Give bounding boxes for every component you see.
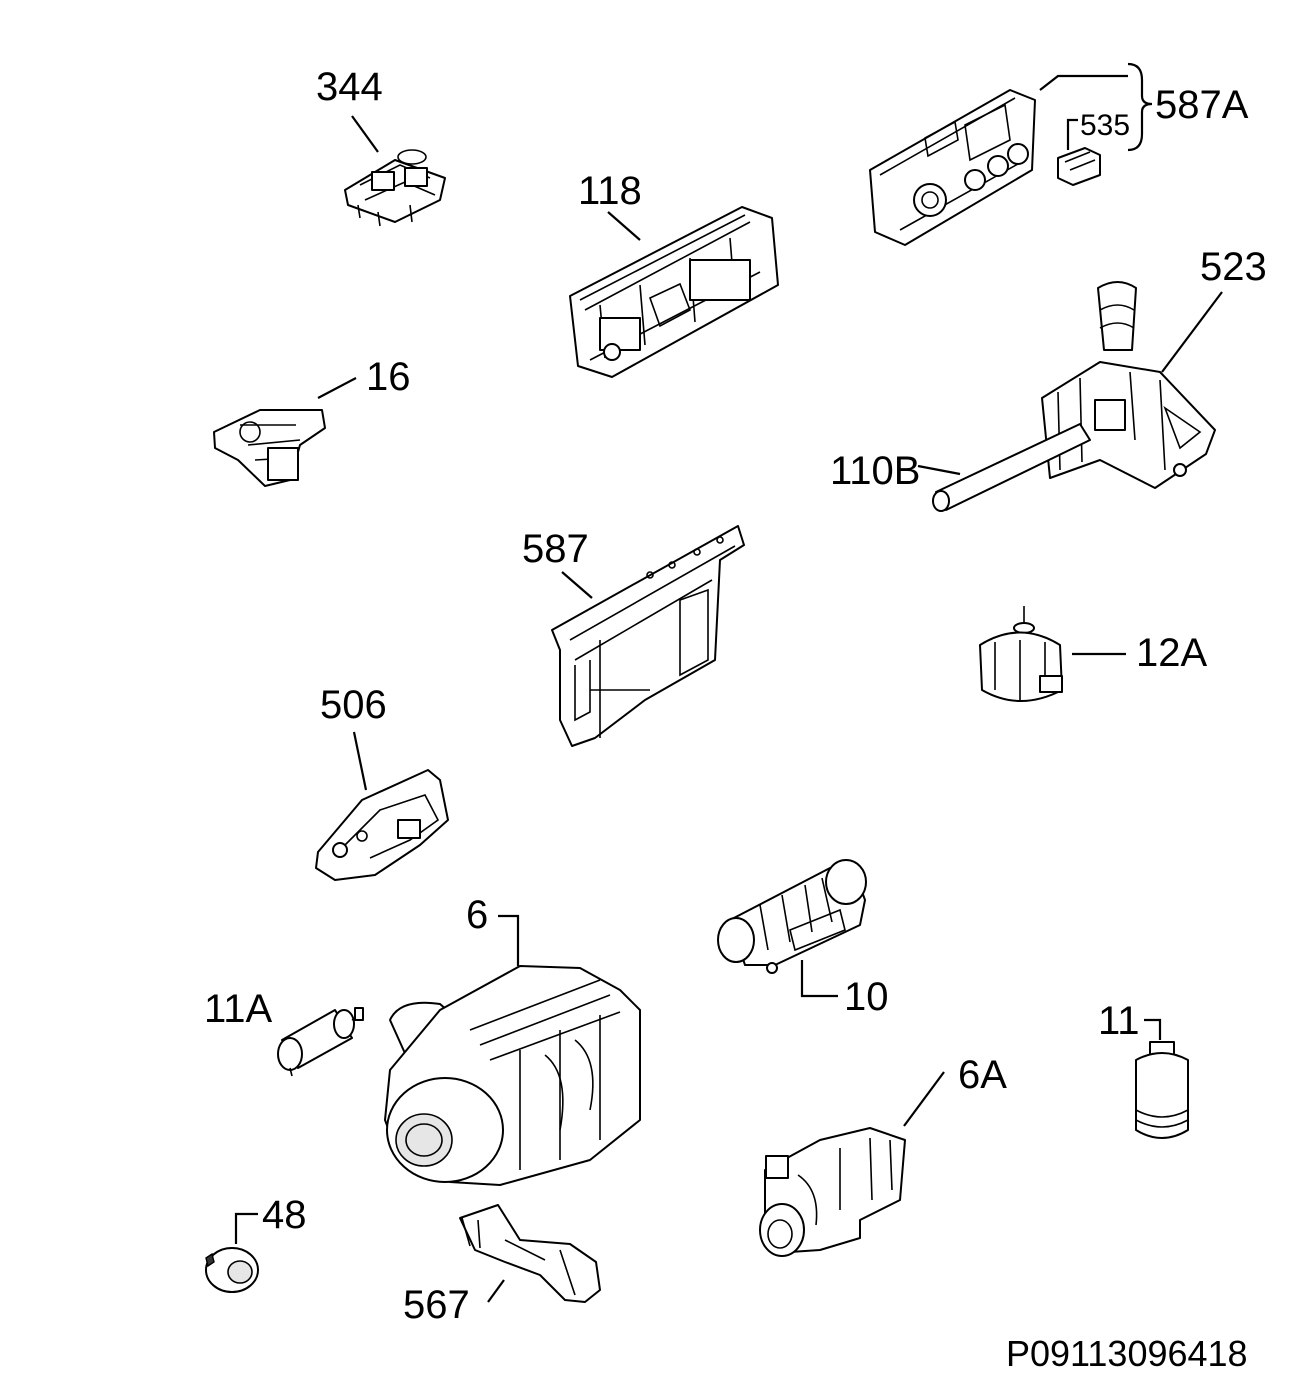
label-12A: 12A [1136,631,1207,675]
part-48-drawing [205,1247,259,1293]
label-118: 118 [578,169,642,213]
leader-587A [1039,74,1128,91]
label-587: 587 [522,527,589,571]
label-523: 523 [1200,245,1267,289]
label-48: 48 [262,1193,307,1237]
label-506: 506 [320,683,387,727]
part-567-drawing [459,1204,601,1303]
part-6A-drawing [759,1127,906,1257]
leader-6A [903,1071,945,1127]
part-118-drawing [569,206,779,378]
part-535-drawing [1057,147,1101,186]
leader-11 [1144,1018,1162,1040]
part-12A-drawing [979,606,1063,702]
part-344-drawing [344,149,446,227]
label-11: 11 [1098,999,1140,1043]
label-6A: 6A [958,1053,1007,1097]
part-11-drawing [1135,1041,1189,1139]
part-6-drawing [384,965,641,1186]
label-11A: 11A [204,987,273,1031]
part-11A-drawing [277,1007,364,1077]
part-587-drawing [551,525,745,747]
part-506-drawing [315,769,449,881]
label-16: 16 [366,355,411,399]
label-567: 567 [403,1283,470,1327]
label-10: 10 [844,975,889,1019]
leader-535 [1066,118,1078,150]
leader-506 [352,731,368,791]
leader-6 [498,914,520,966]
part-587A-drawing [869,89,1036,246]
part-523-drawing [1041,281,1216,489]
leader-48 [234,1212,258,1244]
leader-567 [487,1279,505,1303]
leader-110B [917,464,961,476]
leader-587 [561,571,593,599]
leader-344 [351,115,379,153]
label-344: 344 [316,65,383,109]
part-110B-drawing [932,423,1091,512]
leader-523 [1161,291,1223,373]
leader-16 [317,377,357,399]
leader-10 [800,960,838,998]
part-10-drawing [717,859,867,974]
part-16-drawing [213,409,326,487]
brace-587A [1127,62,1153,152]
leader-118 [607,211,641,241]
label-110B: 110B [830,449,920,493]
label-587A: 587A [1155,83,1249,127]
label-535: 535 [1080,109,1130,142]
label-6: 6 [466,893,488,937]
diagram-code: P09113096418 [1006,1333,1248,1374]
